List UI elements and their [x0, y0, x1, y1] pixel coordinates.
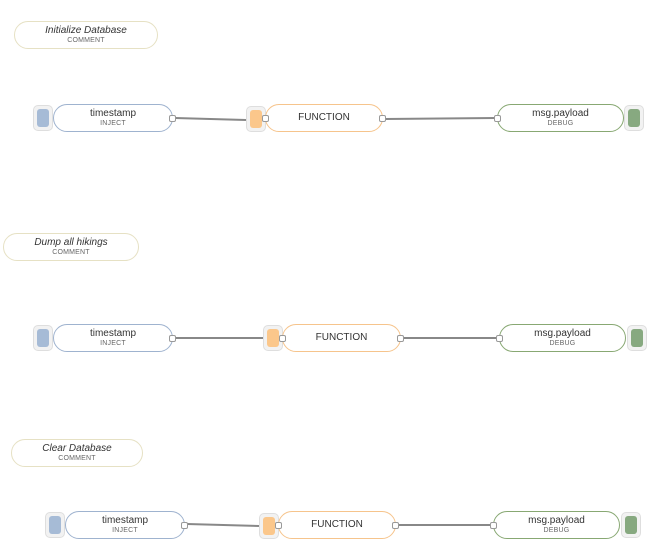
debug-node-3[interactable]: msg.payload DEBUG: [490, 511, 620, 539]
debug-toggle-icon: [631, 329, 643, 347]
inject-node-2[interactable]: timestamp INJECT: [53, 324, 176, 352]
function-title: FUNCTION: [298, 112, 350, 123]
wire-inject-to-function-1[interactable]: [174, 117, 247, 121]
function-node-2[interactable]: FUNCTION: [279, 324, 404, 352]
debug-toggle-icon: [628, 109, 640, 127]
comment-type: COMMENT: [67, 37, 105, 44]
function-title: FUNCTION: [315, 332, 368, 343]
input-port[interactable]: [494, 114, 501, 122]
inject-button[interactable]: [33, 105, 53, 131]
function-icon-fill: [263, 517, 275, 535]
inject-node-3[interactable]: timestamp INJECT: [65, 511, 188, 539]
input-port[interactable]: [279, 334, 286, 342]
comment-title: Initialize Database: [45, 25, 127, 36]
inject-type: INJECT: [100, 340, 126, 347]
debug-title: msg.payload: [532, 108, 589, 119]
debug-type: DEBUG: [543, 527, 570, 534]
inject-button[interactable]: [45, 512, 65, 538]
output-port[interactable]: [392, 521, 399, 529]
inject-type: INJECT: [112, 527, 138, 534]
debug-toggle-icon: [625, 516, 637, 534]
debug-type: DEBUG: [547, 120, 574, 127]
function-node-3[interactable]: FUNCTION: [275, 511, 399, 539]
function-node-1[interactable]: FUNCTION: [262, 104, 386, 132]
debug-node-1[interactable]: msg.payload DEBUG: [494, 104, 624, 132]
inject-button-icon: [37, 109, 49, 127]
inject-title: timestamp: [101, 515, 149, 526]
debug-title: msg.payload: [528, 515, 585, 526]
inject-type: INJECT: [100, 120, 126, 127]
input-port[interactable]: [490, 521, 497, 529]
comment-title: Dump all hikings: [34, 237, 108, 248]
input-port[interactable]: [275, 521, 282, 529]
comment-node-dump-all-hikings[interactable]: Dump all hikings COMMENT: [3, 233, 139, 261]
output-port[interactable]: [379, 114, 386, 122]
debug-toggle-button[interactable]: [621, 512, 641, 538]
comment-title: Clear Database: [42, 443, 112, 454]
inject-title: timestamp: [89, 108, 137, 119]
wire-inject-to-function-3[interactable]: [186, 523, 260, 527]
inject-node-1[interactable]: timestamp INJECT: [53, 104, 176, 132]
inject-button-icon: [49, 516, 61, 534]
inject-button[interactable]: [33, 325, 53, 351]
output-port[interactable]: [169, 334, 176, 342]
debug-toggle-button[interactable]: [627, 325, 647, 351]
input-port[interactable]: [496, 334, 503, 342]
output-port[interactable]: [397, 334, 404, 342]
function-icon-fill: [267, 329, 279, 347]
comment-node-clear-database[interactable]: Clear Database COMMENT: [11, 439, 143, 467]
input-port[interactable]: [262, 114, 269, 122]
output-port[interactable]: [169, 114, 176, 122]
function-icon-fill: [250, 110, 262, 128]
comment-type: COMMENT: [52, 249, 90, 256]
debug-node-2[interactable]: msg.payload DEBUG: [496, 324, 626, 352]
inject-button-icon: [37, 329, 49, 347]
function-icon: [259, 513, 279, 539]
output-port[interactable]: [181, 521, 188, 529]
wire-function-to-debug-1[interactable]: [384, 117, 497, 120]
debug-title: msg.payload: [534, 328, 591, 339]
debug-toggle-button[interactable]: [624, 105, 644, 131]
inject-title: timestamp: [89, 328, 137, 339]
function-title: FUNCTION: [311, 519, 363, 530]
comment-type: COMMENT: [58, 455, 96, 462]
debug-type: DEBUG: [549, 340, 576, 347]
comment-node-initialize-database[interactable]: Initialize Database COMMENT: [14, 21, 158, 49]
